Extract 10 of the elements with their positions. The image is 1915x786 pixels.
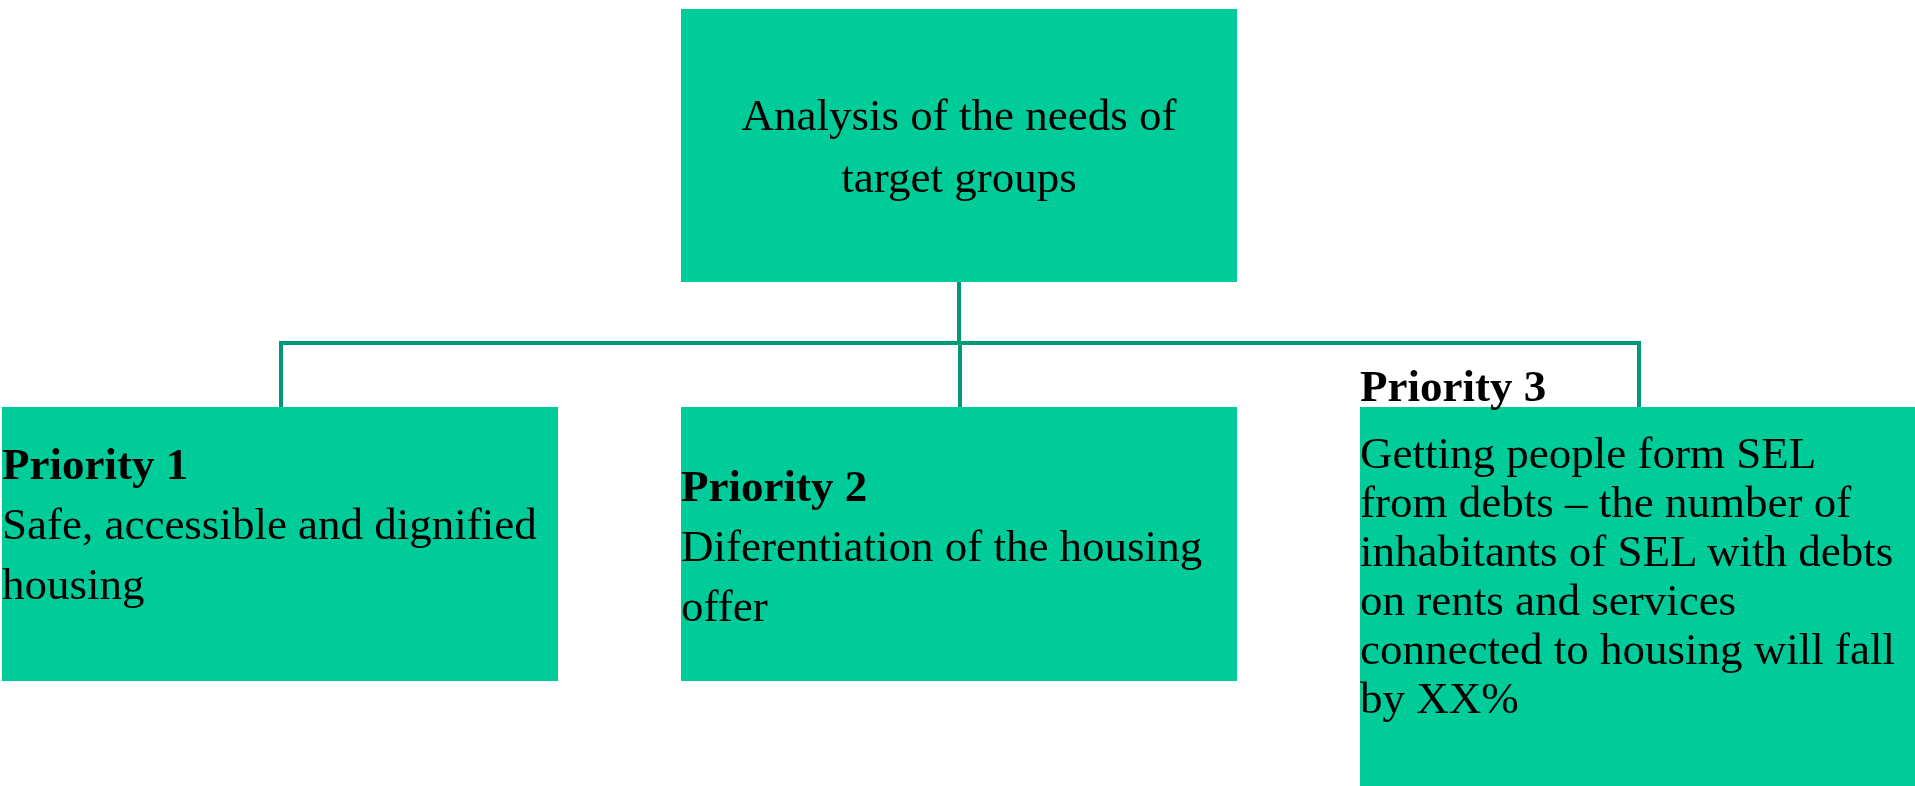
priority-description: Safe, accessible and dignified housing — [2, 498, 538, 611]
priority-box — [2, 407, 558, 681]
priority-box — [681, 407, 1237, 681]
analysis-box — [681, 9, 1237, 282]
priority-description: Getting people form SEL from debts – the number of inhabitants of SEL with debts on rents and services connected to housing will fall by XX% — [1360, 429, 1896, 723]
box-text: Analysis of the needs of target groups — [740, 88, 1178, 204]
priority-heading: Priority 1 — [2, 438, 190, 491]
priority-description: Diferentiation of the housing offer — [681, 520, 1204, 633]
priority-heading: Priority 2 — [681, 460, 869, 513]
priority-heading: Priority 3 — [1360, 362, 1547, 411]
